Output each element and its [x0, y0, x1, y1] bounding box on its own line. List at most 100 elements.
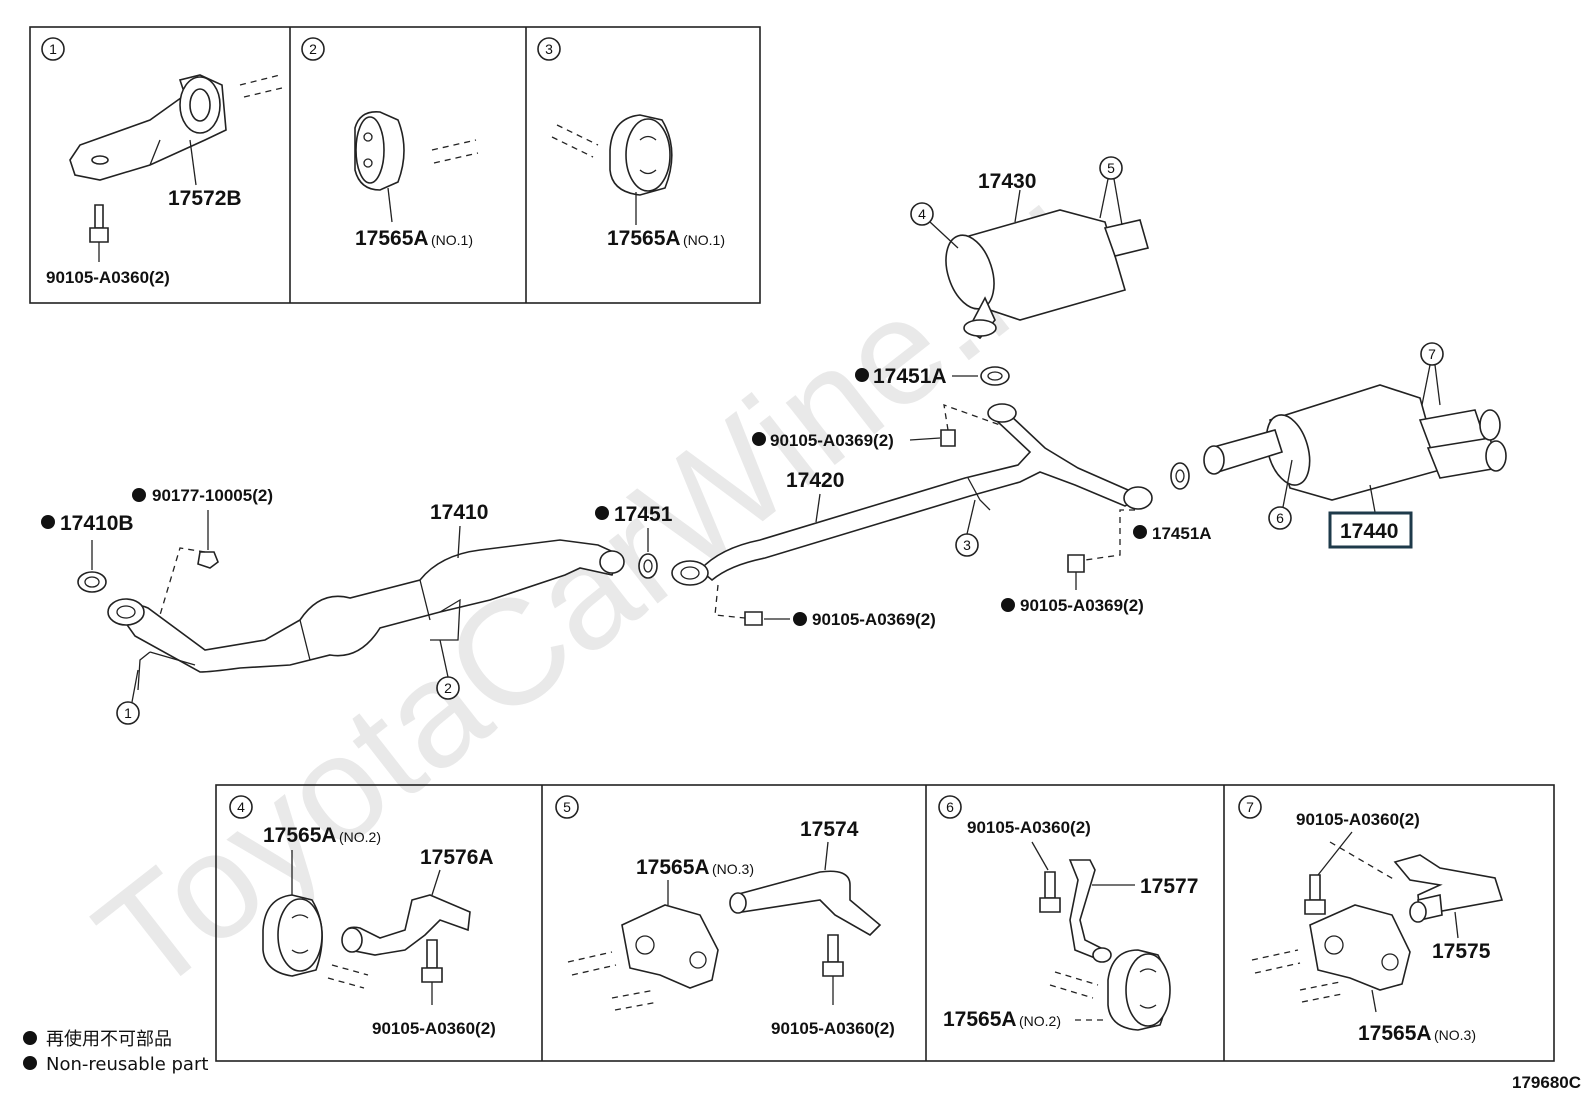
legend-text-en: Non-reusable part [46, 1054, 208, 1075]
bolt-drawing-4 [421, 939, 443, 983]
label-17575: 17575 [1432, 940, 1491, 963]
callout-5: 5 [1107, 160, 1115, 176]
gasket-17451: 17451 [595, 503, 673, 579]
main-assembly: 17430 4 5 17451A 90105-A0369(2) [41, 156, 1507, 725]
inset-7-number: 7 [1246, 799, 1254, 815]
label-90105-a0369-upper: 90105-A0369(2) [770, 431, 894, 450]
callout-4: 4 [918, 206, 926, 222]
bolt-90105-a0369-left: 90105-A0369(2) [714, 584, 936, 629]
highlight-box-17440 [1328, 511, 1413, 549]
bracket-17576a-drawing [341, 894, 471, 956]
label-17420: 17420 [786, 469, 844, 492]
bolt-90105-a0369-upper: 90105-A0369(2) [752, 404, 1001, 450]
label-17576a: 17576A [420, 846, 494, 869]
bracket-17572b-drawing [69, 74, 227, 181]
inset-5: 5 17565A (NO.3) 17574 90105 [555, 795, 895, 1038]
label-17440: 17440 [1340, 520, 1398, 543]
callout-7: 7 [1428, 346, 1436, 362]
inset-3-number: 3 [545, 41, 553, 57]
label-90105-a0369-left: 90105-A0369(2) [812, 610, 936, 629]
label-17451a-right: 17451A [1152, 524, 1212, 543]
inset-3: 3 17565A (NO.1) [537, 37, 725, 250]
legend-dot-en [23, 1056, 37, 1070]
inset-6-number: 6 [946, 799, 954, 815]
label-17565a-inset4: 17565A [263, 824, 337, 847]
stub-pipe-drawing-6 [1049, 971, 1099, 999]
inset-5-number-badge [555, 795, 579, 819]
rubber-hanger-no2-drawing [262, 894, 323, 977]
bottom-inset-group: 4 17565A (NO.2) 17576A 9010 [215, 784, 1555, 1062]
callout-5-badge [1099, 156, 1123, 180]
stub-pipe-drawing-7 [1251, 949, 1343, 1003]
inset-7: 7 90105-A0360(2) 17575 [1238, 795, 1504, 1045]
label-17565a-inset6: 17565A [943, 1008, 1017, 1031]
label-17565a-inset7: 17565A [1358, 1022, 1432, 1045]
callout-4-badge [910, 202, 934, 226]
label-no1-inset2: (NO.1) [431, 232, 473, 248]
label-90105-a0369-right: 90105-A0369(2) [1020, 596, 1144, 615]
rubber-hanger-no3-drawing [621, 904, 719, 989]
inset-3-number-badge [537, 37, 561, 61]
legend-text-jp: 再使用不可部品 [46, 1029, 172, 1050]
muffler-17430: 17430 4 5 [910, 156, 1149, 340]
inset-4-number: 4 [237, 799, 245, 815]
label-90105-a0360-inset6: 90105-A0360(2) [967, 818, 1091, 837]
inset-1-number: 1 [49, 41, 57, 57]
label-17451: 17451 [614, 503, 673, 526]
muffler-17440: 7 6 17440 [1203, 342, 1507, 549]
inset-2: 2 17565A (NO.1) [301, 37, 479, 250]
stub-pipe-drawing [239, 74, 283, 98]
label-17577: 17577 [1140, 875, 1198, 898]
label-no1-inset3: (NO.1) [683, 232, 725, 248]
diagram-id: 179680C [1512, 1073, 1581, 1092]
top-inset-frame [29, 26, 761, 304]
gasket-17451a-right: 17451A [1084, 462, 1212, 561]
label-17572b: 17572B [168, 187, 242, 210]
label-17565a-inset2: 17565A [355, 227, 429, 250]
front-pipe-17410: 17410 2 1 [107, 501, 625, 725]
gasket-17410b: 17410B [41, 512, 134, 593]
rubber-hanger-no3-drawing-7 [1309, 904, 1411, 991]
rubber-hanger-no2-drawing-6 [1107, 949, 1171, 1031]
label-90177-10005: 90177-10005(2) [152, 486, 273, 505]
label-17410: 17410 [430, 501, 488, 524]
legend: 再使用不可部品 Non-reusable part [23, 1029, 208, 1075]
inset-2-number-badge [301, 37, 325, 61]
callout-1-badge [116, 701, 140, 725]
label-no2-inset4: (NO.2) [339, 829, 381, 845]
inset-5-number: 5 [563, 799, 571, 815]
label-90105-a0360-inset1: 90105-A0360(2) [46, 268, 170, 287]
stub-pipe-drawing-3 [551, 124, 599, 158]
label-no3-inset7: (NO.3) [1434, 1027, 1476, 1043]
callout-2: 2 [444, 680, 452, 696]
bracket-17577-drawing [1068, 859, 1112, 963]
inset-4-number-badge [229, 795, 253, 819]
gasket-17451a-upper: 17451A [855, 365, 1010, 388]
bolt-drawing-6 [1039, 871, 1061, 913]
bolt-drawing-7 [1304, 874, 1326, 915]
top-inset-group: 1 17572B 90105-A0360(2) [29, 26, 761, 304]
callout-6: 6 [1276, 510, 1284, 526]
center-pipe-17420: 17420 3 [671, 403, 1153, 586]
bolt-drawing [89, 204, 109, 243]
callout-3: 3 [963, 537, 971, 553]
bolt-90105-a0369-right: 90105-A0369(2) [1001, 554, 1144, 615]
label-90105-a0360-inset7: 90105-A0360(2) [1296, 810, 1420, 829]
nut-90177-10005: 90177-10005(2) [132, 486, 273, 616]
rubber-hanger-no1-drawing-3 [609, 114, 673, 196]
label-17565a-inset5: 17565A [636, 856, 710, 879]
label-90105-a0360-inset4: 90105-A0360(2) [372, 1019, 496, 1038]
inset-1: 1 17572B 90105-A0360(2) [41, 37, 283, 287]
rubber-hanger-no1-drawing [354, 111, 405, 191]
label-17410b: 17410B [60, 512, 134, 535]
inset-6: 6 90105-A0360(2) 17577 17565A (NO. [938, 795, 1198, 1031]
stub-pipe-drawing-4 [327, 964, 369, 989]
label-17574: 17574 [800, 818, 859, 841]
legend-dot-jp [23, 1031, 37, 1045]
stub-pipe-drawing-2 [431, 139, 479, 164]
inset-2-number: 2 [309, 41, 317, 57]
callout-1: 1 [124, 705, 132, 721]
label-17565a-inset3: 17565A [607, 227, 681, 250]
label-90105-a0360-inset5: 90105-A0360(2) [771, 1019, 895, 1038]
